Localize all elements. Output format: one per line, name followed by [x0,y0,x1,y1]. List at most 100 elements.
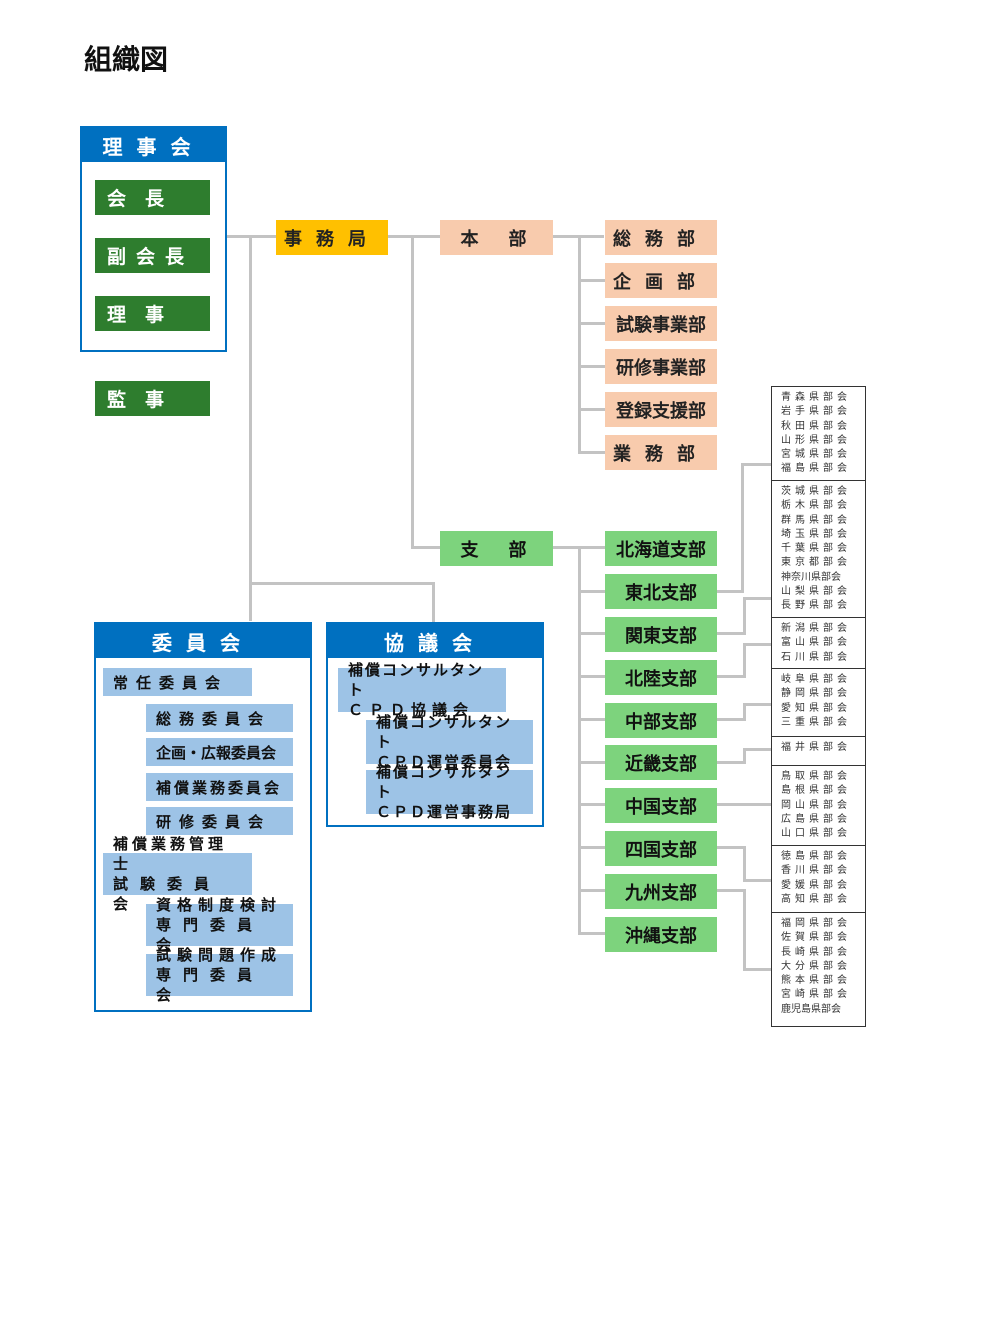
pref-item: 青森県部会 [781,392,851,403]
pref-item: 徳島県部会 [781,851,851,862]
pref-item: 佐賀県部会 [781,932,851,944]
pref-group-kyushu: 福岡県部会 佐賀県部会 長崎県部会 大分県部会 熊本県部会 宮崎県部会 鹿児島県… [771,912,866,1027]
exam-committee[interactable]: 補償業務管理士 試験委員会 [103,835,252,913]
pref-group-chubu: 岐阜県部会 静岡県部会 愛知県部会 三重県部会 [771,668,866,737]
branch-shikoku[interactable]: 四国支部 [605,831,717,866]
committee-general-affairs[interactable]: 総務委員会 [146,704,293,732]
branch-kyushu[interactable]: 九州支部 [605,874,717,909]
committee-line1: 試験問題作成 [156,946,283,964]
pref-item: 埼玉県部会 [781,528,851,540]
branch-label: 関東支部 [625,625,697,647]
dept-label: 総務部 [613,228,709,250]
pref-item: 香川県部会 [781,865,851,877]
board-header: 理事会 [82,128,225,162]
headquarters[interactable]: 本 部 [440,220,553,255]
secretariat-label: 事務局 [284,228,380,250]
branch-label: 近畿支部 [625,753,697,775]
pref-item: 山梨県部会 [781,586,851,598]
council-header: 協議会 [328,624,542,658]
cpd-steering-line2: ＣＰＤ運営委員会 [376,753,513,771]
dept-registration-support[interactable]: 登録支援部 [605,392,717,427]
cpd-secretariat[interactable]: 補償コンサルタント ＣＰＤ運営事務局 [366,763,533,821]
dept-label: 研修事業部 [616,357,706,379]
pref-item: 宮城県部会 [781,449,851,461]
qualification-review-committee[interactable]: 資格制度検討 専門委員会 [146,896,293,954]
pref-item: 福井県部会 [781,742,851,753]
pref-item: 群馬県部会 [781,514,851,526]
pref-item: 広島県部会 [781,813,851,825]
dept-exam-business[interactable]: 試験事業部 [605,306,717,341]
board-director-label: 理 事 [107,304,165,326]
pref-item: 東京都部会 [781,557,851,569]
branch-label: 中部支部 [625,711,697,733]
dept-label: 業務部 [613,443,709,465]
pref-item: 愛知県部会 [781,702,851,714]
exam-question-committee[interactable]: 試験問題作成 専門委員会 [146,946,293,1004]
pref-item: 山口県部会 [781,828,851,840]
branch-label: 沖縄支部 [625,925,697,947]
dept-training-business[interactable]: 研修事業部 [605,349,717,384]
standing-committee[interactable]: 常任委員会 [103,668,252,696]
pref-item: 福島県部会 [781,463,851,475]
board-vice-chair-label: 副会長 [107,246,195,268]
pref-item: 福岡県部会 [781,918,851,929]
branch-office-label: 支 部 [460,539,533,561]
committee-compensation-business[interactable]: 補償業務委員会 [146,773,293,801]
dept-general-affairs[interactable]: 総務部 [605,220,717,255]
dept-operations[interactable]: 業務部 [605,435,717,470]
standing-committee-label: 常任委員会 [113,673,229,692]
secretariat[interactable]: 事務局 [276,220,388,255]
branch-kinki[interactable]: 近畿支部 [605,745,717,780]
board-chair-label: 会 長 [107,188,165,210]
branch-chubu[interactable]: 中部支部 [605,703,717,738]
pref-group-hokuriku: 新潟県部会 富山県部会 石川県部会 [771,617,866,669]
dept-label: 登録支援部 [616,400,706,422]
exam-committee-line1: 補償業務管理士 [113,835,228,873]
cpd-steering-committee[interactable]: 補償コンサルタント ＣＰＤ運営委員会 [366,713,533,771]
cpd-council[interactable]: 補償コンサルタント ＣＰＤ協議会 [338,661,506,719]
branch-chugoku[interactable]: 中国支部 [605,788,717,823]
branch-hokuriku[interactable]: 北陸支部 [605,660,717,695]
headquarters-label: 本 部 [460,228,533,250]
board-chair[interactable]: 会 長 [95,180,210,215]
auditor[interactable]: 監 事 [95,381,210,416]
pref-item: 鳥取県部会 [781,771,851,782]
committee-training[interactable]: 研修委員会 [146,807,293,835]
branch-label: 九州支部 [625,882,697,904]
pref-item: 宮崎県部会 [781,989,851,1001]
dept-planning[interactable]: 企画部 [605,263,717,298]
pref-item: 富山県部会 [781,637,851,649]
cpd-steering-line1: 補償コンサルタント [376,713,513,751]
pref-group-kinki: 福井県部会 [771,736,866,766]
committee-planning-pr[interactable]: 企画・広報委員会 [146,738,293,766]
pref-item: 茨城県部会 [781,486,851,497]
pref-item: 石川県部会 [781,651,851,663]
dept-label: 企画部 [613,271,709,293]
branch-office[interactable]: 支 部 [440,531,553,566]
branch-kanto[interactable]: 関東支部 [605,617,717,652]
pref-item: 神奈川県部会 [781,571,841,583]
committee-line2: 専門委員会 [156,966,265,1004]
branch-tohoku[interactable]: 東北支部 [605,574,717,609]
dept-label: 試験事業部 [616,314,706,336]
cpd-secretariat-line1: 補償コンサルタント [376,763,513,801]
board-vice-chair[interactable]: 副会長 [95,238,210,273]
pref-item: 新潟県部会 [781,623,851,634]
page-title: 組織図 [84,43,169,76]
branch-okinawa[interactable]: 沖縄支部 [605,917,717,952]
branch-hokkaido[interactable]: 北海道支部 [605,531,717,566]
pref-item: 高知県部会 [781,893,851,905]
cpd-council-line2: ＣＰＤ協議会 [348,701,475,719]
pref-item: 鹿児島県部会 [781,1003,841,1015]
exam-committee-line2: 試験委員会 [113,875,222,913]
pref-item: 島根県部会 [781,785,851,797]
pref-item: 三重県部会 [781,716,851,728]
branch-label: 中国支部 [625,796,697,818]
pref-item: 栃木県部会 [781,500,851,512]
cpd-secretariat-line2: ＣＰＤ運営事務局 [376,803,513,821]
pref-group-tohoku: 青森県部会 岩手県部会 秋田県部会 山形県部会 宮城県部会 福島県部会 [771,386,866,481]
board-director[interactable]: 理 事 [95,296,210,331]
branch-label: 北陸支部 [625,668,697,690]
branch-label: 東北支部 [625,582,697,604]
committee-label: 補償業務委員会 [156,778,283,797]
